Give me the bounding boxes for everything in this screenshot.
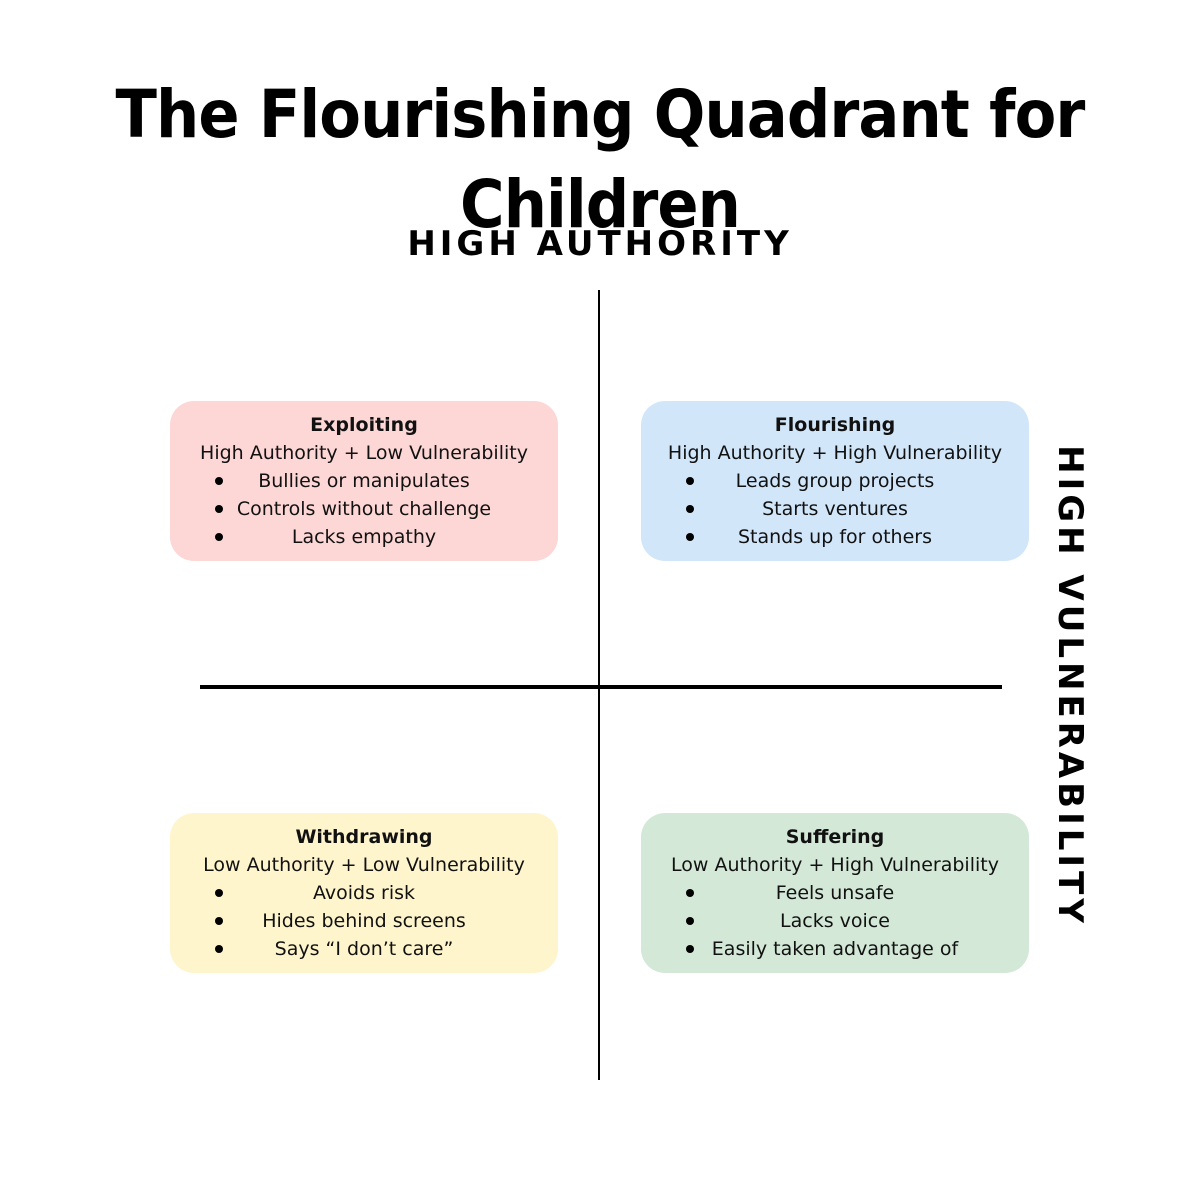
horizontal-axis-line xyxy=(200,685,1002,689)
axis-label-high-authority: HIGH AUTHORITY xyxy=(407,224,793,264)
list-item: Starts ventures xyxy=(641,495,1029,523)
bullet-icon xyxy=(686,533,694,541)
bullet-icon xyxy=(686,477,694,485)
list-item-text: Stands up for others xyxy=(737,526,933,548)
bullet-icon xyxy=(215,505,223,513)
list-item: Lacks empathy xyxy=(170,523,558,551)
list-item: Feels unsafe xyxy=(641,879,1029,907)
bullet-icon xyxy=(215,477,223,485)
quadrant-withdrawing: Withdrawing Low Authority + Low Vulnerab… xyxy=(170,813,558,973)
quadrant-suffering: Suffering Low Authority + High Vulnerabi… xyxy=(641,813,1029,973)
quadrant-list: Avoids risk Hides behind screens Says “I… xyxy=(170,879,558,963)
bullet-icon xyxy=(686,889,694,897)
diagram-title: The Flourishing Quadrant for Children xyxy=(115,76,1086,243)
quadrant-list: Feels unsafe Lacks voice Easily taken ad… xyxy=(641,879,1029,963)
list-item-text: Feels unsafe xyxy=(775,882,895,904)
bullet-icon xyxy=(215,533,223,541)
quadrant-subtitle: High Authority + High Vulnerability xyxy=(667,442,1003,464)
quadrant-name: Flourishing xyxy=(774,414,896,436)
list-item-text: Controls without challenge xyxy=(236,498,492,520)
bullet-icon xyxy=(686,917,694,925)
quadrant-exploiting: Exploiting High Authority + Low Vulnerab… xyxy=(170,401,558,561)
list-item-text: Avoids risk xyxy=(312,882,416,904)
bullet-icon xyxy=(686,945,694,953)
list-item: Leads group projects xyxy=(641,467,1029,495)
list-item-text: Lacks empathy xyxy=(291,526,437,548)
list-item-text: Starts ventures xyxy=(762,498,908,520)
quadrant-subtitle: High Authority + Low Vulnerability xyxy=(200,442,528,464)
quadrant-name: Suffering xyxy=(785,826,885,848)
quadrant-name: Withdrawing xyxy=(295,826,433,848)
list-item-text: Hides behind screens xyxy=(262,910,466,932)
bullet-icon xyxy=(215,917,223,925)
list-item-text: Bullies or manipulates xyxy=(258,470,470,492)
list-item-text: Easily taken advantage of xyxy=(711,938,959,960)
quadrant-subtitle: Low Authority + Low Vulnerability xyxy=(203,854,525,876)
bullet-icon xyxy=(686,505,694,513)
quadrant-list: Leads group projects Starts ventures Sta… xyxy=(641,467,1029,551)
bullet-icon xyxy=(215,945,223,953)
list-item: Controls without challenge xyxy=(170,495,558,523)
quadrant-subtitle: Low Authority + High Vulnerability xyxy=(671,854,999,876)
quadrant-name: Exploiting xyxy=(310,414,418,436)
list-item-text: Lacks voice xyxy=(780,910,890,932)
list-item: Easily taken advantage of xyxy=(641,935,1029,963)
list-item-text: Leads group projects xyxy=(735,470,935,492)
quadrant-list: Bullies or manipulates Controls without … xyxy=(170,467,558,551)
axis-label-high-vulnerability: HIGH VULNERABILITY xyxy=(1050,445,1090,927)
list-item: Lacks voice xyxy=(641,907,1029,935)
list-item: Hides behind screens xyxy=(170,907,558,935)
list-item: Stands up for others xyxy=(641,523,1029,551)
list-item: Says “I don’t care” xyxy=(170,935,558,963)
bullet-icon xyxy=(215,889,223,897)
list-item: Bullies or manipulates xyxy=(170,467,558,495)
list-item-text: Says “I don’t care” xyxy=(274,938,454,960)
list-item: Avoids risk xyxy=(170,879,558,907)
quadrant-flourishing: Flourishing High Authority + High Vulner… xyxy=(641,401,1029,561)
